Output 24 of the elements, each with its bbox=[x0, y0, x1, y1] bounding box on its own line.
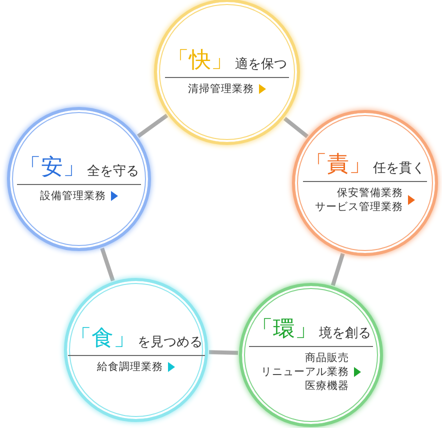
connector-line bbox=[208, 350, 238, 355]
heading-text: を見つめる bbox=[138, 334, 202, 352]
circle-node bbox=[154, 0, 300, 145]
service-label: サービス管理業務 bbox=[315, 200, 403, 214]
heading-text: 任を貫く bbox=[373, 160, 425, 178]
service-label: 商品販売 bbox=[305, 351, 349, 365]
service-label: 清掃管理業務 bbox=[188, 82, 254, 96]
service-label: 医療機器 bbox=[305, 379, 349, 393]
service-label: 設備管理業務 bbox=[40, 189, 106, 203]
connector-line bbox=[283, 116, 309, 138]
heading-text: 適を保つ bbox=[235, 56, 287, 74]
heading-character: 「責」 bbox=[305, 152, 371, 178]
connector-line bbox=[330, 253, 345, 286]
heading-character: 「快」 bbox=[167, 48, 233, 74]
heading-text: 境を創る bbox=[319, 325, 371, 343]
heading-character: 「食」 bbox=[70, 326, 136, 352]
connector-line bbox=[100, 248, 115, 282]
service-label: リニューアル業務 bbox=[261, 365, 349, 379]
heading-character: 「安」 bbox=[19, 155, 85, 181]
service-label: 保安警備業務 bbox=[337, 186, 403, 200]
connector-line bbox=[136, 114, 168, 138]
service-label: 給食調理業務 bbox=[97, 360, 163, 374]
heading-text: 全を守る bbox=[87, 163, 139, 181]
heading-character: 「環」 bbox=[251, 317, 317, 343]
